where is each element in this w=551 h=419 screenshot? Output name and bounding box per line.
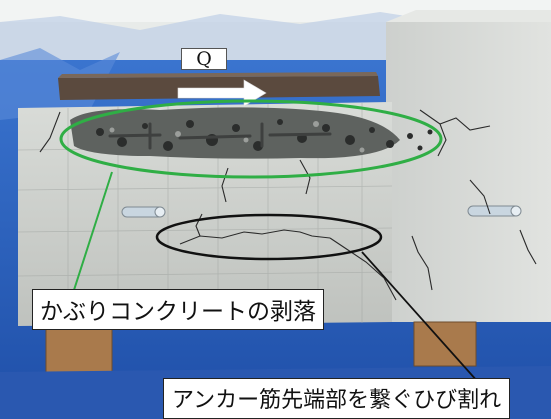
spalled-area (70, 107, 400, 159)
load-direction-arrow (177, 79, 267, 107)
caption-cover-spalling: かぶりコンクリートの剥落 (32, 289, 324, 330)
crack-leader-line (361, 251, 479, 383)
anchor-bolt-left (121, 206, 166, 218)
spalling-leader-line (73, 171, 113, 291)
caption-crack-between-anchors: アンカー筋先端部を繋ぐひび割れ (163, 378, 511, 419)
crack-ellipse (155, 213, 383, 261)
load-label-q: Q (181, 48, 227, 70)
anchor-bolt-right (467, 205, 522, 217)
crack-lines (39, 109, 537, 301)
spalling-ellipse (59, 99, 443, 179)
right-concrete-block (386, 22, 551, 322)
timber-support-left (45, 325, 113, 373)
